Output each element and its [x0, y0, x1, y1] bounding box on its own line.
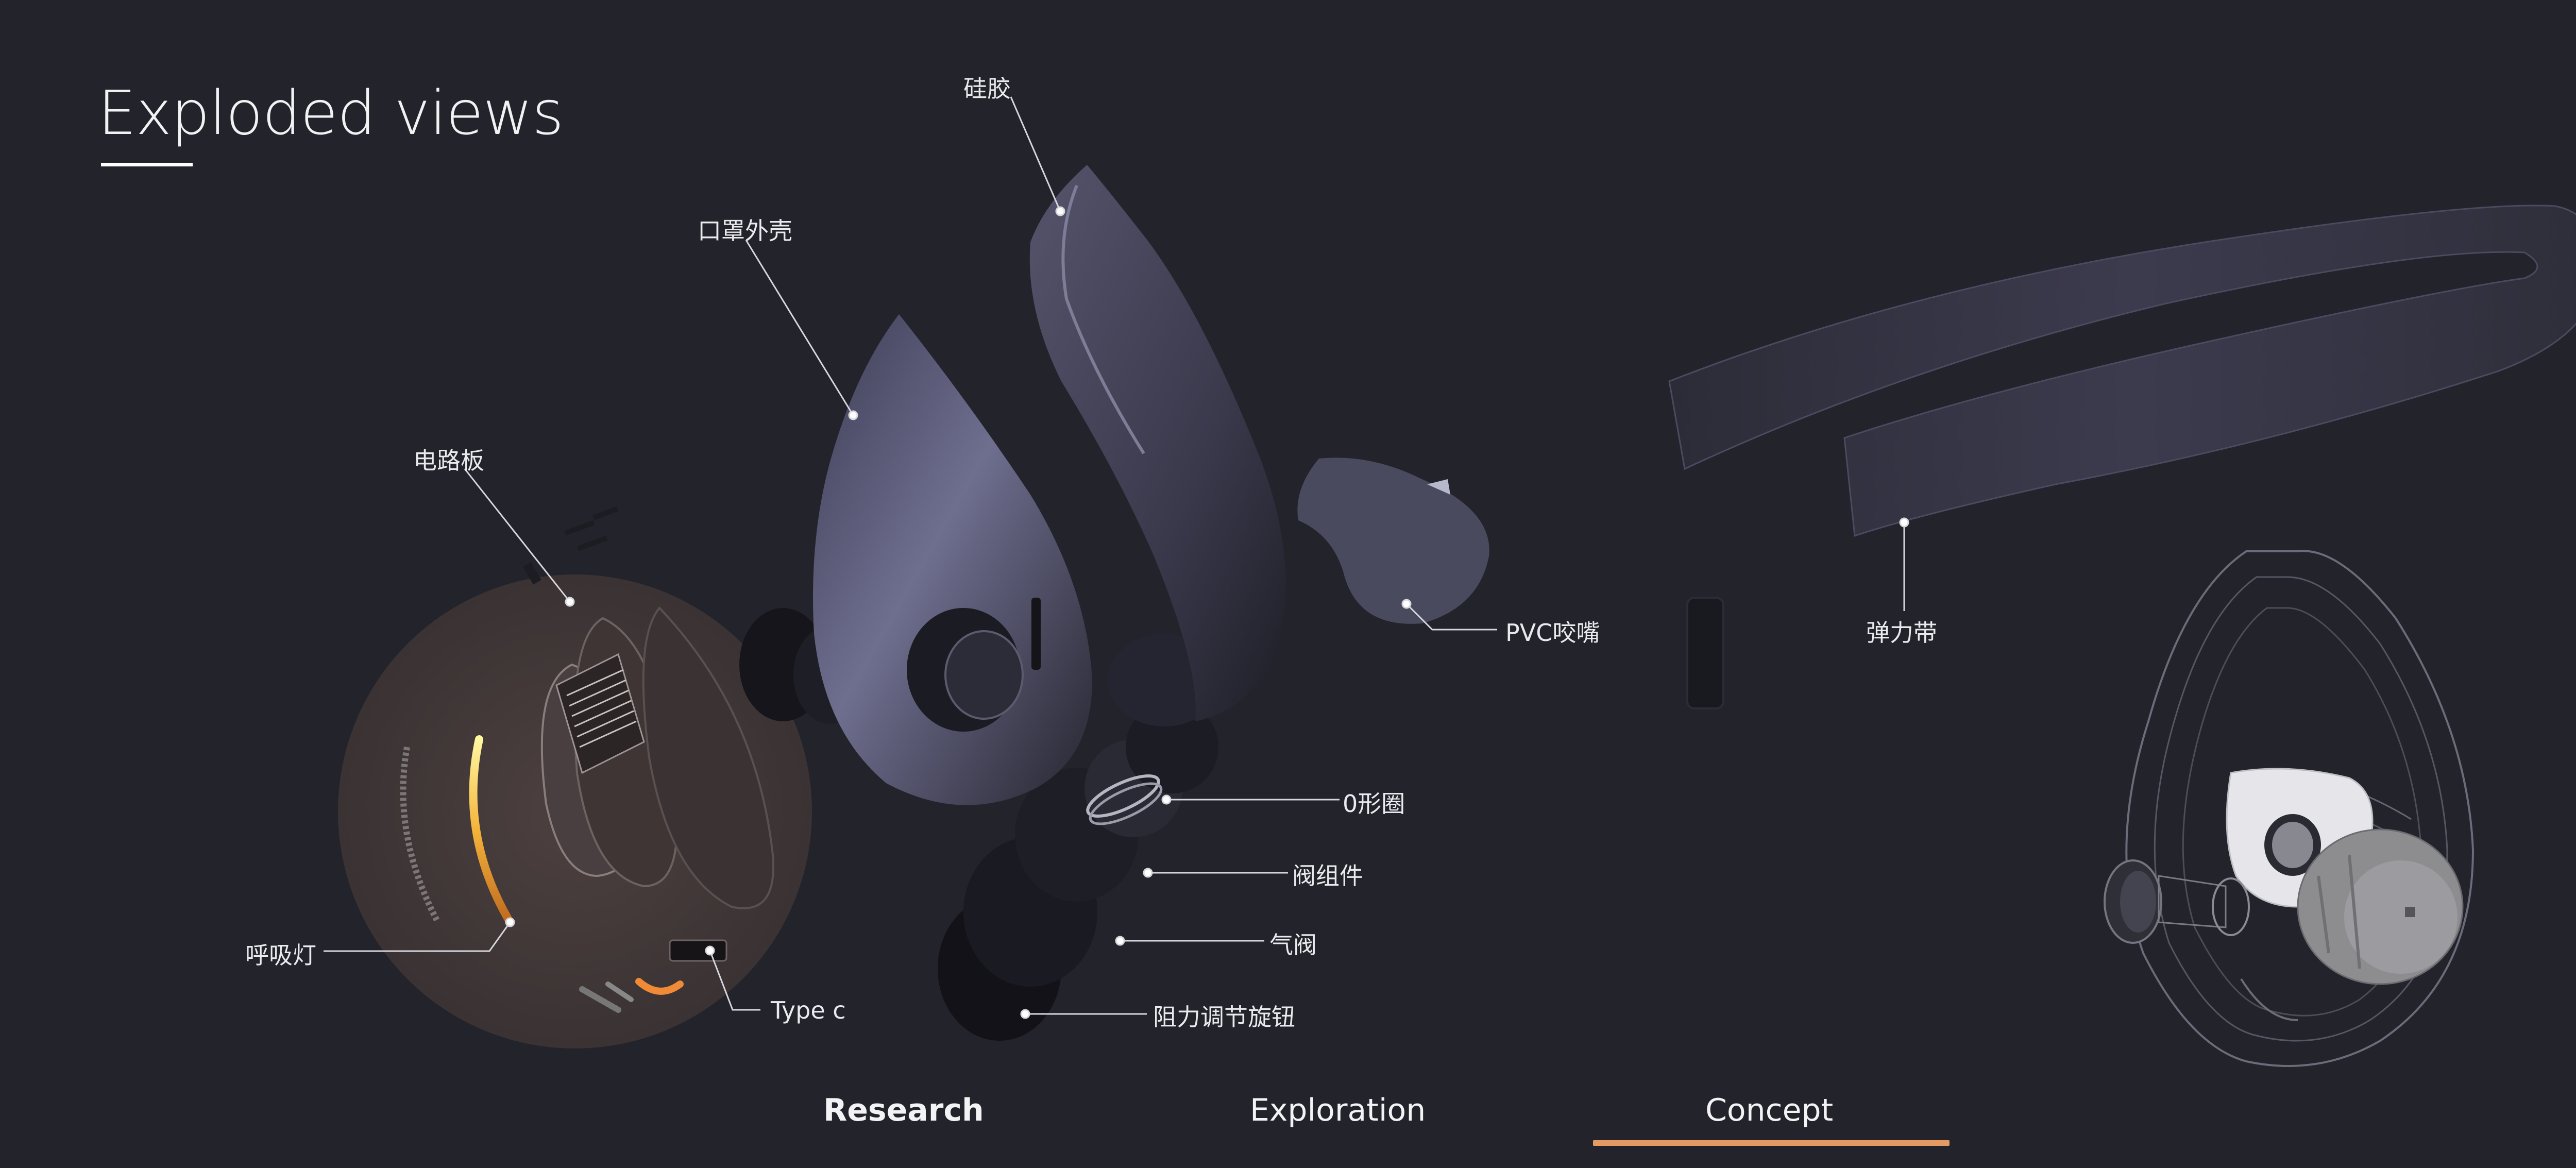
electronics-circle [338, 506, 812, 1048]
pvc-mouthpiece [1297, 458, 1489, 624]
active-tab-indicator [1593, 1140, 1950, 1146]
callout-type-c: Type c [771, 996, 846, 1024]
callout-circuit-board: 电路板 [413, 447, 484, 475]
callout-valve-assembly: 阀组件 [1292, 862, 1363, 890]
tab-concept[interactable]: Concept [1705, 1092, 1834, 1128]
silicone-seal [1029, 165, 1286, 721]
elastic-strap [1668, 205, 2576, 537]
callout-resistance-knob: 阻力调节旋钮 [1153, 1003, 1295, 1031]
callout-silicone: 硅胶 [963, 75, 1011, 103]
mask-wireframe-render-icon [2104, 550, 2475, 1067]
callout-air-valve: 气阀 [1269, 931, 1317, 959]
callout-mask-shell: 口罩外壳 [698, 217, 792, 245]
callout-o-ring: 0形圈 [1343, 790, 1405, 818]
tab-exploration[interactable]: Exploration [1250, 1092, 1426, 1128]
page-title: Exploded views [98, 77, 564, 148]
callout-pvc-mouthpiece: PVC咬嘴 [1505, 619, 1600, 647]
callout-breathing-light: 呼吸灯 [245, 941, 316, 969]
tab-research[interactable]: Research [823, 1092, 984, 1128]
mask-shell [813, 314, 1092, 805]
title-underline [101, 163, 193, 166]
callout-elastic-strap: 弹力带 [1866, 619, 1937, 647]
